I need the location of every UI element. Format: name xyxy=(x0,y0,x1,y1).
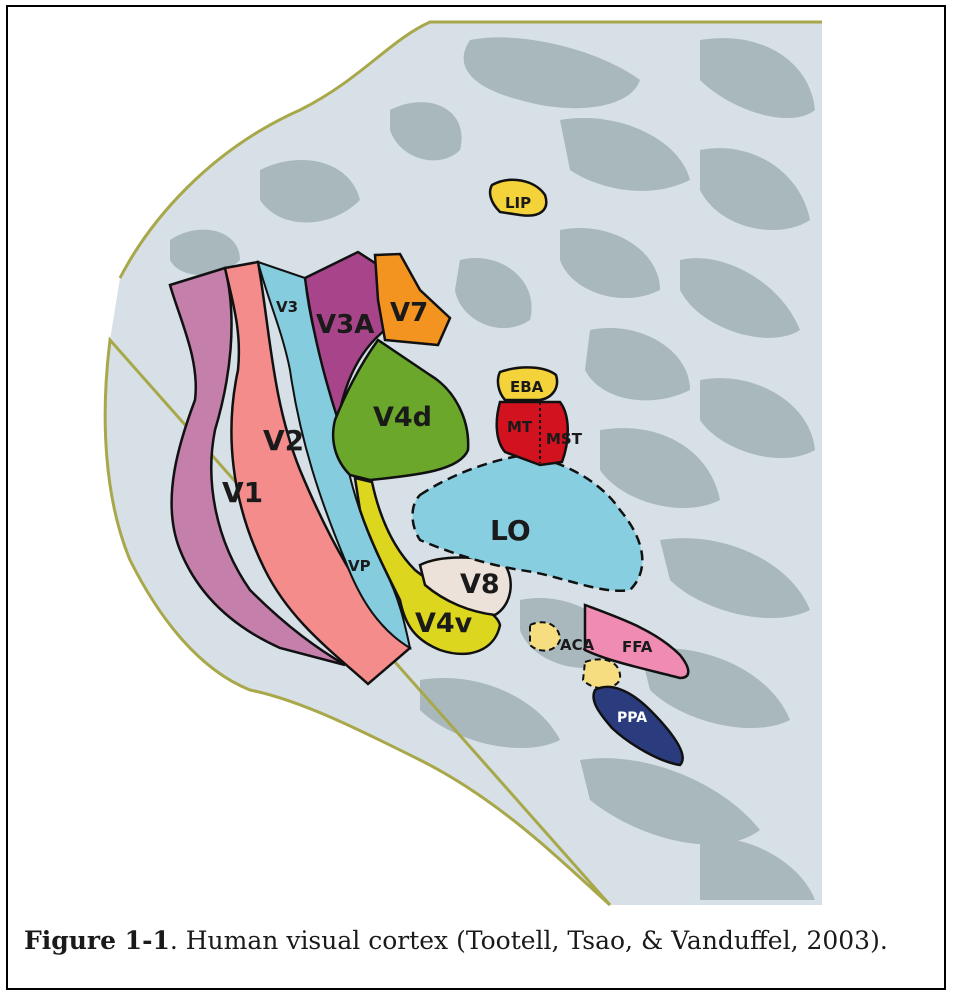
label-lo: LO xyxy=(490,514,531,547)
label-v8: V8 xyxy=(460,569,500,600)
label-mt: MT xyxy=(507,418,533,436)
label-aca: ACA xyxy=(560,636,595,654)
figure-caption-label: Figure 1-1 xyxy=(24,926,170,955)
label-v7: V7 xyxy=(390,298,428,328)
label-v3: V3 xyxy=(276,298,298,316)
label-v2: V2 xyxy=(263,424,304,457)
label-v4v: V4v xyxy=(415,608,473,639)
label-ffa: FFA xyxy=(622,638,653,656)
region-aca-right xyxy=(583,659,620,688)
label-eba: EBA xyxy=(510,378,544,396)
label-mst: MST xyxy=(546,430,583,448)
label-v1: V1 xyxy=(222,476,263,509)
label-v4d: V4d xyxy=(373,402,432,433)
figure-caption: Figure 1-1. Human visual cortex (Tootell… xyxy=(24,926,924,955)
label-v3a: V3A xyxy=(316,310,374,340)
label-lip: LIP xyxy=(505,194,531,212)
label-vp: VP xyxy=(348,557,371,575)
figure-caption-text: . Human visual cortex (Tootell, Tsao, & … xyxy=(170,926,888,955)
label-ppa: PPA xyxy=(617,710,647,726)
